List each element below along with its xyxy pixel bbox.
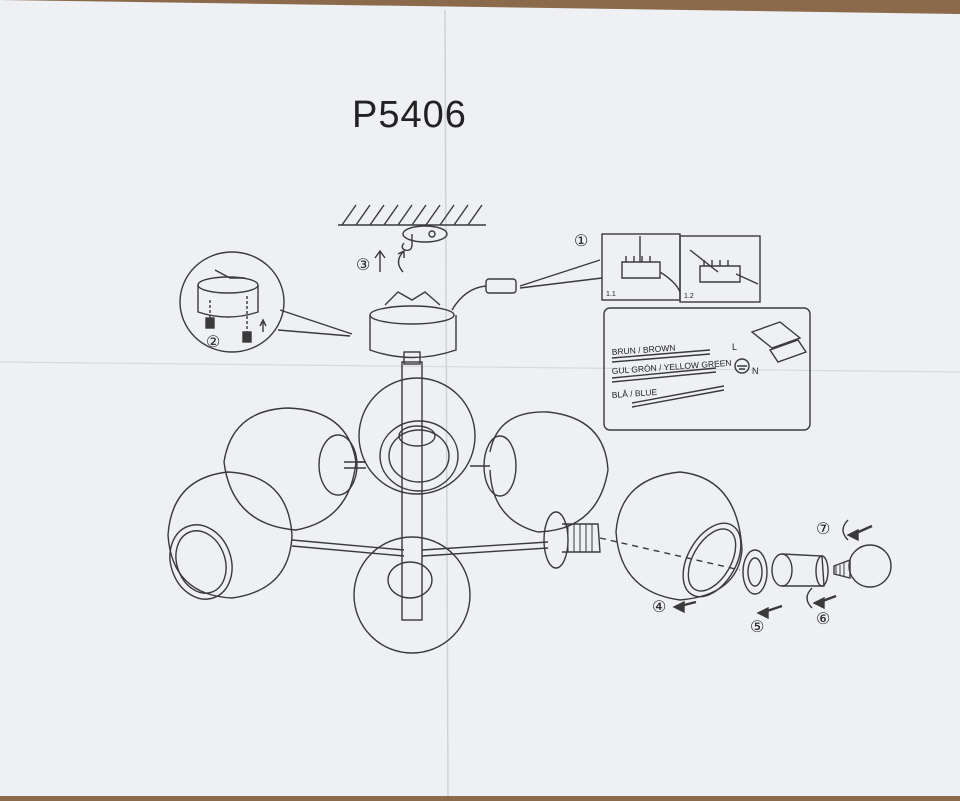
globe-exploded — [615, 471, 743, 601]
step-number-4: ④ — [652, 599, 666, 616]
canopy — [369, 291, 457, 365]
step-number-3: ③ — [356, 257, 370, 274]
wiring-detail-box — [601, 233, 761, 303]
assembly-guide-line — [599, 537, 741, 571]
globe-bottom-center — [353, 536, 471, 654]
detail-label-b: 1.2 — [684, 293, 694, 300]
rotate-step-7-icon — [842, 519, 849, 541]
lamp-holder — [771, 553, 829, 587]
fold-line-vertical — [444, 9, 449, 797]
wire-color-panel — [603, 307, 811, 431]
arrowhead-6 — [812, 596, 825, 610]
up-arrow-icon — [374, 249, 386, 272]
globe-top-center — [358, 377, 476, 495]
arm-upper-left — [344, 461, 366, 469]
wire-label-blue: BLÅ / BLUE — [611, 387, 657, 400]
callout-pointer — [519, 259, 603, 289]
globe-upper-right — [470, 411, 609, 533]
arm-right — [421, 541, 549, 557]
step-number-7: ⑦ — [816, 521, 830, 538]
bracket-detail — [179, 251, 353, 353]
terminal-label-n: N — [752, 366, 759, 376]
wire-label-brown: BRUN / BROWN — [611, 343, 675, 357]
ceiling-hook-icon — [401, 225, 448, 252]
step-number-2: ② — [206, 334, 220, 351]
ground-lines — [737, 365, 747, 370]
threaded-socket — [543, 511, 601, 569]
step-number-6: ⑥ — [816, 611, 830, 628]
terminal-label-l: L — [732, 342, 737, 352]
arrowhead-7 — [846, 528, 859, 542]
arrowhead-4 — [672, 600, 685, 614]
washer-ring — [742, 549, 768, 595]
ceiling-hatch — [338, 204, 486, 226]
arm-left — [291, 539, 405, 557]
arrowhead-5 — [756, 606, 769, 620]
ground-symbol-icon — [734, 358, 750, 374]
step-number-1: ① — [574, 233, 588, 250]
power-cable — [451, 285, 487, 311]
cable-connector — [485, 278, 517, 294]
fold-line-horizontal — [0, 361, 960, 373]
detail-label-a: 1.1 — [606, 291, 616, 298]
light-bulb — [833, 544, 892, 588]
product-model-title: P5406 — [352, 94, 467, 136]
globe-left — [167, 471, 293, 600]
rotate-arrow-icon — [397, 249, 405, 273]
step-number-5: ⑤ — [750, 619, 764, 636]
rotate-step-6-icon — [806, 587, 813, 609]
